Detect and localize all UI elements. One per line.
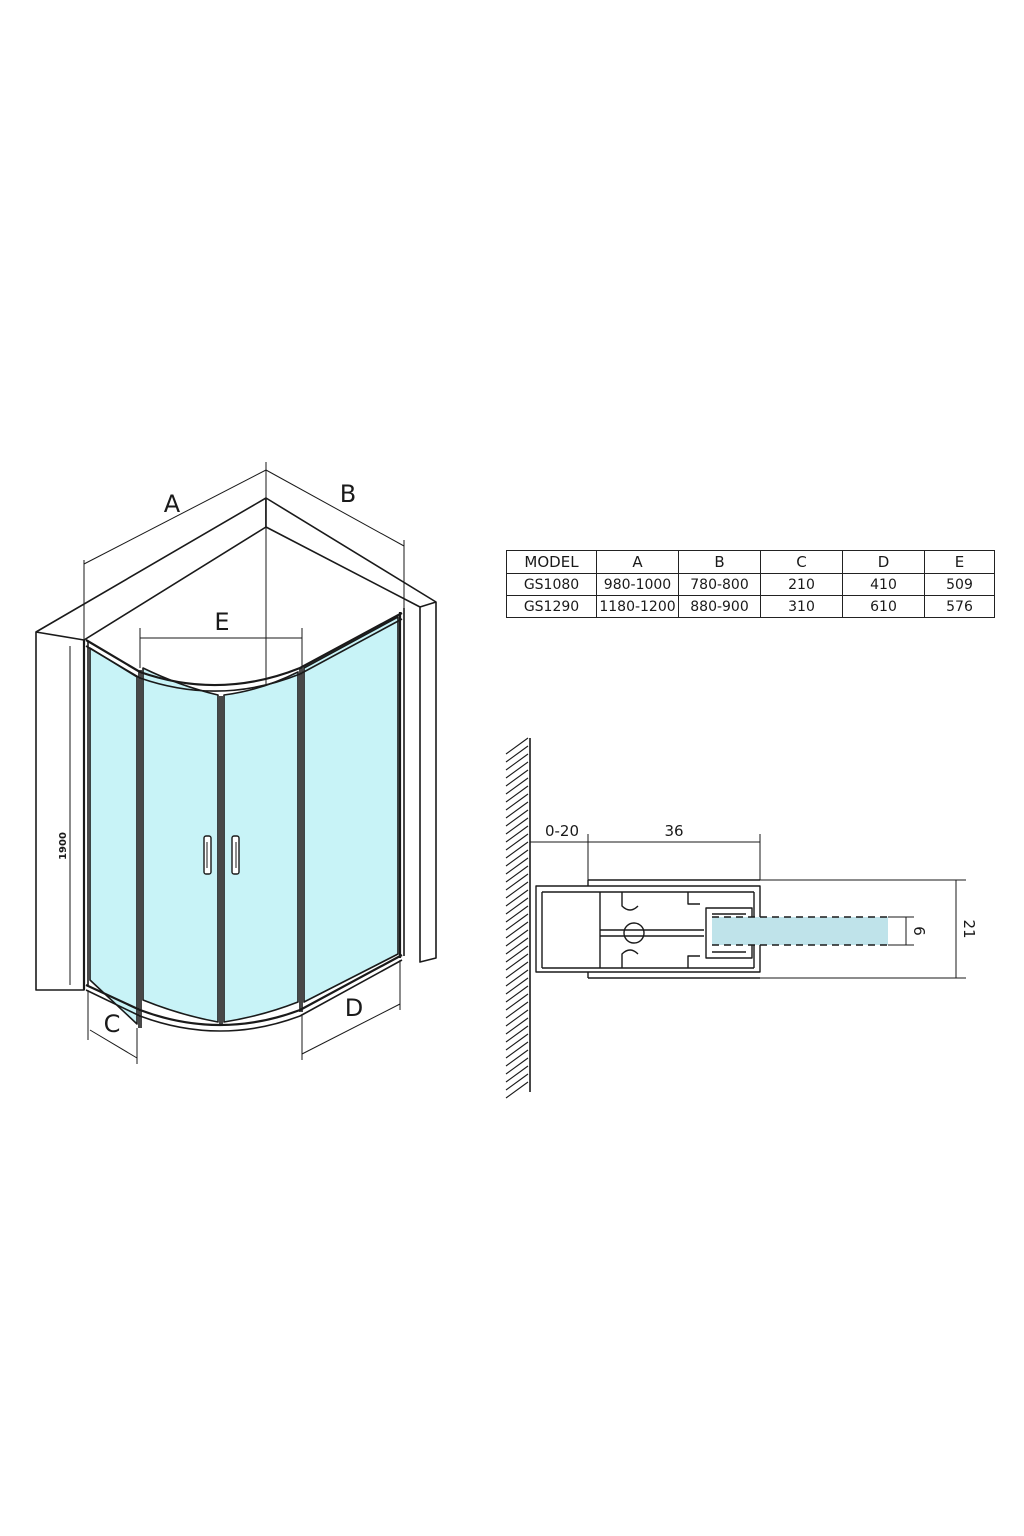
table-cell: GS1080: [506, 573, 597, 596]
hatch-line: [505, 809, 529, 827]
dimension-label-profile-height: 21: [960, 919, 978, 938]
dimension-label-b: B: [340, 480, 356, 508]
table-cell: 210: [760, 573, 843, 596]
hatch-line: [505, 825, 529, 843]
dimension-label-wall-gap: 0-20: [545, 822, 579, 840]
table-cell: 780-800: [678, 573, 761, 596]
hatch-line: [505, 913, 529, 931]
hatch-line: [505, 937, 529, 955]
glass-pane-edges: [712, 916, 888, 946]
wall-hatching: [505, 737, 531, 1099]
hatch-line: [505, 1057, 529, 1075]
table-header-cell: C: [760, 550, 843, 574]
table-cell: GS1290: [506, 595, 597, 618]
hatch-line: [505, 1025, 529, 1043]
hatch-line: [505, 1041, 529, 1059]
hatch-line: [505, 881, 529, 899]
hatch-line: [505, 1073, 529, 1091]
fixed-panel-left: [89, 647, 138, 1025]
section-dimensions: [530, 834, 966, 979]
enclosure-dimensions: [69, 462, 405, 1064]
table-cell: 410: [842, 573, 925, 596]
dimension-table: MODEL A B C D E GS1080 980-1000 780-800 …: [506, 550, 995, 618]
hatch-line: [505, 833, 529, 851]
hatch-line: [505, 945, 529, 963]
table-header-cell: D: [842, 550, 925, 574]
table-cell: 509: [924, 573, 995, 596]
dimension-label-d: D: [345, 994, 363, 1022]
hatch-line: [505, 761, 529, 779]
dimension-label-height: 1900: [58, 832, 69, 860]
hatch-line: [505, 753, 529, 771]
dimension-label-profile-width: 36: [664, 822, 683, 840]
dimension-label-glass-thickness: 6: [910, 926, 928, 936]
table-header-cell: MODEL: [506, 550, 597, 574]
hatch-line: [505, 777, 529, 795]
hatch-line: [505, 865, 529, 883]
table-cell: 310: [760, 595, 843, 618]
dimension-label-a: A: [164, 490, 181, 518]
fixed-panel-right: [303, 616, 399, 1003]
hatch-line: [505, 745, 529, 763]
table-header-cell: E: [924, 550, 995, 574]
dimension-label-e: E: [214, 608, 229, 636]
hatch-line: [505, 1017, 529, 1035]
hatch-line: [505, 953, 529, 971]
hatch-line: [505, 985, 529, 1003]
hatch-line: [505, 849, 529, 867]
hatch-line: [505, 785, 529, 803]
glass-pane-section: [712, 917, 888, 945]
hatch-line: [505, 1049, 529, 1067]
shower-enclosure: [35, 497, 437, 1032]
table-header-cell: B: [678, 550, 761, 574]
table-cell: 610: [842, 595, 925, 618]
hatch-line: [505, 961, 529, 979]
hatch-line: [505, 993, 529, 1011]
hatch-line: [505, 905, 529, 923]
hatch-line: [505, 817, 529, 835]
hatch-line: [505, 793, 529, 811]
hatch-line: [505, 969, 529, 987]
hatch-line: [505, 1009, 529, 1027]
table-row: GS1080 980-1000 780-800 210 410 509: [506, 573, 995, 596]
hatch-line: [505, 921, 529, 939]
table-row: GS1290 1180-1200 880-900 310 610 576: [506, 595, 995, 618]
hatch-line: [505, 1001, 529, 1019]
table-cell: 576: [924, 595, 995, 618]
table-header-cell: A: [596, 550, 679, 574]
hatch-line: [505, 769, 529, 787]
hatch-line: [505, 1033, 529, 1051]
hatch-line: [505, 737, 529, 755]
hatch-line: [505, 801, 529, 819]
hatch-line: [505, 1081, 529, 1099]
hatch-line: [505, 889, 529, 907]
hatch-line: [505, 873, 529, 891]
hatch-line: [505, 857, 529, 875]
dimension-label-c: C: [104, 1010, 121, 1038]
hatch-line: [505, 929, 529, 947]
hatch-line: [505, 1065, 529, 1083]
table-cell: 980-1000: [596, 573, 679, 596]
sliding-door-right: [223, 671, 299, 1023]
table-cell: 1180-1200: [596, 595, 679, 618]
table-cell: 880-900: [678, 595, 761, 618]
table-header-row: MODEL A B C D E: [506, 550, 995, 574]
hatch-line: [505, 977, 529, 995]
hatch-line: [505, 897, 529, 915]
hatch-line: [505, 841, 529, 859]
